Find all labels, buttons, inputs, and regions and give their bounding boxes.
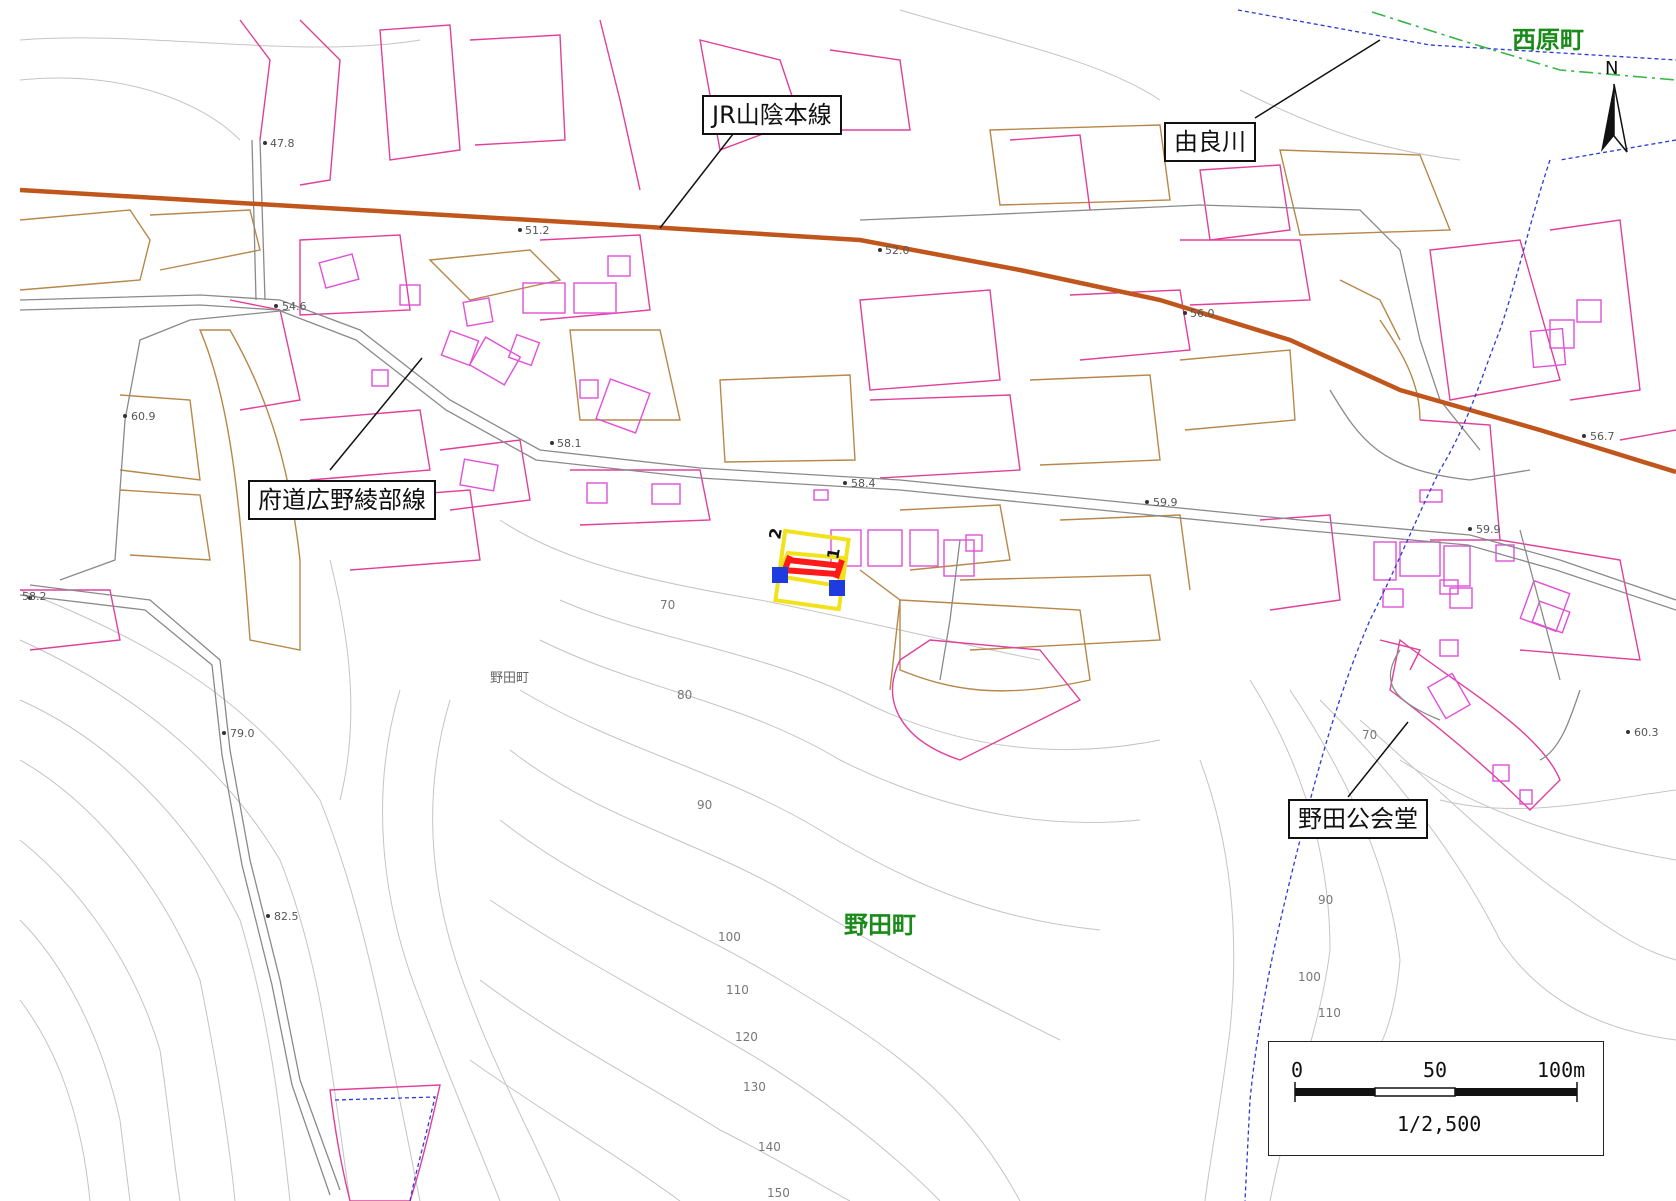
callout-yura-river: 由良川 (1164, 122, 1256, 162)
spot-height: 52.0 (885, 244, 910, 257)
spot-height: 51.2 (525, 224, 550, 237)
spot-height: 60.3 (1634, 726, 1659, 739)
north-arrow: N (1597, 58, 1631, 158)
contour-label: 90 (697, 798, 713, 812)
spot-height: 59.9 (1153, 496, 1178, 509)
spot-height: 56.0 (1190, 307, 1215, 320)
north-label: N (1605, 58, 1619, 79)
contour-lines (19, 9, 1676, 1201)
site-frame (773, 528, 851, 612)
endpoint-marker-1 (829, 580, 845, 596)
spot-height: 58.1 (557, 437, 582, 450)
contour-label: 80 (677, 688, 693, 702)
boundary-lines (334, 9, 1676, 1201)
endpoint-marker-2 (772, 567, 788, 583)
scale-tick-0: 0 (1291, 1058, 1304, 1082)
scale-tick-100: 100m (1537, 1058, 1586, 1082)
railway-line (19, 187, 1676, 475)
north-arrow-icon (1601, 83, 1628, 153)
buildings (318, 253, 1602, 805)
contour-label: 70 (1362, 728, 1378, 742)
contour-label: 140 (758, 1140, 781, 1154)
contour-label: 150 (767, 1186, 790, 1200)
callout-noda-community-hall: 野田公会堂 (1288, 799, 1428, 839)
contour-label: 90 (1318, 893, 1334, 907)
spot-height: 79.0 (230, 727, 255, 740)
town-label-nishihara: 西原町 (1512, 26, 1584, 54)
spot-height-dots (28, 141, 1630, 918)
spot-height: 58.4 (851, 477, 876, 490)
spot-height: 82.5 (274, 910, 299, 923)
place-label-noda: 野田町 (490, 671, 530, 686)
callout-jr-sanin-line: JR山陰本線 (702, 95, 842, 135)
contour-label: 120 (735, 1030, 758, 1044)
parcel-lines (20, 19, 1676, 1201)
scale-ratio: 1/2,500 (1397, 1112, 1482, 1136)
contour-label: 110 (726, 983, 749, 997)
town-boundary-line (1371, 11, 1676, 81)
spot-height: 56.7 (1590, 430, 1615, 443)
leader-lines (329, 39, 1409, 798)
contour-label: 100 (1298, 970, 1321, 984)
spot-height: 58.2 (22, 590, 47, 603)
scale-tick-50: 50 (1423, 1058, 1448, 1082)
contour-label: 130 (743, 1080, 766, 1094)
contour-label: 100 (718, 930, 741, 944)
contour-label: 70 (660, 598, 676, 612)
scale-bar: 0 50 100m 1/2,500 (1268, 1041, 1604, 1156)
spot-height: 47.8 (270, 137, 295, 150)
town-label-noda: 野田町 (844, 911, 916, 939)
site-marker (781, 554, 845, 579)
callout-prefectural-road: 府道広野綾部線 (248, 480, 436, 520)
roads (19, 139, 1676, 1196)
spot-height: 60.9 (131, 410, 156, 423)
scale-bar-graphic (1294, 1082, 1578, 1102)
terrace-lines (19, 124, 1452, 692)
contour-label: 110 (1318, 1006, 1341, 1020)
spot-height: 59.9 (1476, 523, 1501, 536)
spot-height: 54.6 (282, 300, 307, 313)
